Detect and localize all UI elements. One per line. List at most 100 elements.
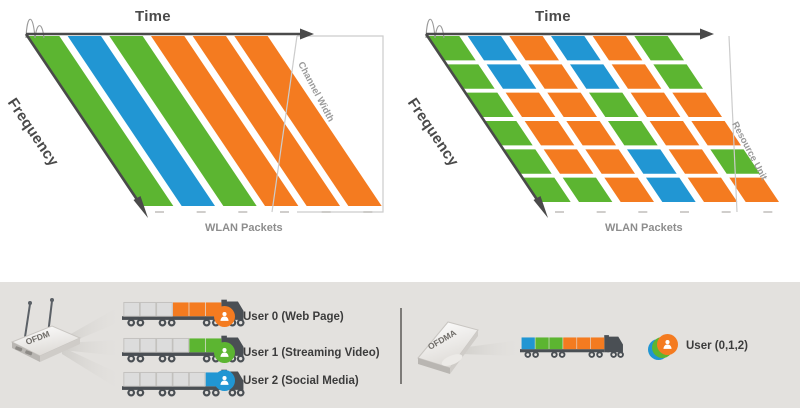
signal-beam — [62, 347, 120, 390]
ofdma-resource-unit-cell — [528, 64, 579, 89]
cargo-slot-empty — [172, 371, 190, 387]
legend-item-user-0[interactable]: User 0 (Web Page) — [214, 306, 344, 327]
cargo-slot-filled — [549, 337, 563, 350]
time-axis-arrow — [300, 28, 314, 40]
frequency-axis-line — [424, 33, 542, 205]
ofdma-resource-unit-cell — [646, 177, 696, 203]
cargo-slot-empty — [188, 371, 206, 387]
ofdma-resource-unit-cell — [551, 36, 601, 61]
ofdm-stripe — [67, 36, 216, 206]
ofdma-resource-unit-cell — [486, 64, 537, 89]
cargo-slot-filled — [535, 337, 549, 350]
legend-item-user-2[interactable]: User 2 (Social Media) — [214, 370, 359, 391]
cargo-slot-empty — [156, 301, 173, 317]
cargo-slot-empty — [139, 301, 157, 317]
ofdma-cell-group — [426, 36, 780, 203]
user-avatar-icon — [657, 334, 678, 355]
ofdma-resource-unit-cell — [729, 177, 780, 203]
ofdma-resource-unit-cell — [604, 177, 655, 203]
ofdma-resource-unit-cell — [464, 92, 514, 118]
ofdma-resource-unit-cell — [608, 121, 658, 146]
cargo-slot-empty — [156, 371, 173, 387]
cargo-slot-empty — [156, 337, 173, 353]
ofdma-resource-unit-cell — [627, 149, 677, 174]
ofdma-resource-unit-cell — [649, 121, 700, 146]
cargo-slot-empty — [139, 337, 157, 353]
cargo-slot-filled — [189, 302, 205, 317]
ofdma-resource-unit-cell — [691, 121, 742, 146]
ofdma-resource-unit-cell — [562, 177, 613, 203]
legend-item-user-1[interactable]: User 1 (Streaming Video) — [214, 342, 380, 363]
ofdma-resource-unit-cell — [585, 149, 636, 174]
legend-label: User 0 (Web Page) — [243, 310, 344, 323]
ofdma-resource-unit-cell — [524, 121, 575, 146]
ofdm-stripe — [151, 36, 299, 206]
cargo-slot-filled — [563, 337, 577, 350]
legend-item-user-group[interactable]: User (0,1,2) — [648, 334, 749, 360]
time-axis-label: Time — [535, 8, 571, 25]
ofdm-diagram: Time Frequency WLAN Packets Channel Widt… — [0, 0, 400, 272]
ofdma-resource-unit-cell — [592, 36, 643, 61]
ofdma-resource-unit-cell — [445, 64, 495, 89]
ofdma-resource-unit-cell — [547, 92, 598, 118]
cargo-slot-empty — [172, 337, 190, 353]
signal-beam — [460, 340, 520, 356]
panel-divider — [400, 308, 402, 384]
ofdm-stripe-group — [26, 36, 382, 206]
ofdma-resource-unit-cell — [543, 149, 594, 174]
ofdma-resource-unit-cell — [483, 121, 533, 146]
ofdma-resource-unit-cell — [687, 177, 738, 203]
ofdma-svg — [424, 18, 780, 218]
cargo-slot-empty — [123, 337, 140, 353]
cargo-slot-empty — [123, 301, 140, 317]
user-avatar-icon — [214, 342, 235, 363]
frequency-axis-arrow — [533, 196, 548, 218]
ofdma-resource-unit-cell — [509, 36, 560, 61]
channel-width-bracket — [297, 35, 384, 213]
ofdma-resource-unit-cell — [505, 92, 556, 118]
person-glyph-icon — [220, 376, 229, 385]
ofdma-resource-unit-cell — [467, 36, 518, 61]
wlan-packets-label: WLAN Packets — [605, 222, 683, 234]
legend-label: User 2 (Social Media) — [243, 374, 359, 387]
user-avatar-stack-icon — [648, 334, 678, 360]
user-avatar-icon — [214, 306, 235, 327]
frequency-axis-line — [24, 33, 142, 205]
person-glyph-icon — [663, 340, 672, 349]
ofdma-resource-unit-cell — [502, 149, 552, 174]
resource-unit-leader — [728, 35, 738, 213]
truck-icon — [122, 299, 245, 327]
ofdma-resource-unit-cell — [426, 36, 476, 61]
ofdma-resource-unit-cell — [521, 177, 571, 203]
cargo-slot-empty — [123, 371, 140, 387]
time-axis-arrow — [700, 28, 714, 40]
ofdma-resource-unit-cell — [630, 92, 681, 118]
ofdm-stripe — [192, 36, 340, 206]
cargo-slot-filled — [521, 337, 535, 350]
ofdm-router-icon: OFDM — [10, 298, 82, 362]
cargo-slot-filled — [189, 338, 205, 353]
ofdm-stripe — [26, 36, 174, 206]
truck-icon — [520, 335, 624, 358]
bottom-panel: OFDM OFDMA User 0 (Web Page) User 1 (Str… — [0, 282, 800, 408]
ofdma-resource-unit-cell — [611, 64, 662, 89]
subcarrier-waveform-icon — [425, 18, 445, 39]
cargo-slot-empty — [139, 371, 157, 387]
cargo-slot-filled — [577, 337, 591, 350]
ofdma-resource-unit-cell — [634, 36, 685, 61]
ofdma-resource-unit-cell — [566, 121, 617, 146]
ofdma-resource-unit-cell — [672, 92, 723, 118]
ofdm-stripe — [234, 36, 382, 206]
channel-width-leader — [271, 35, 298, 213]
user-avatar-icon — [214, 370, 235, 391]
cargo-slot-filled — [590, 337, 605, 350]
legend-label: User (0,1,2) — [686, 340, 749, 352]
ofdma-diagram: Time Frequency WLAN Packets Resource Uni… — [400, 0, 800, 272]
wlan-packets-label: WLAN Packets — [205, 222, 283, 234]
ofdma-device-icon: OFDMA — [417, 321, 479, 374]
legend-label: User 1 (Streaming Video) — [243, 346, 380, 359]
time-axis-label: Time — [135, 8, 171, 25]
ofdma-resource-unit-cell — [570, 64, 620, 89]
ofdma-resource-unit-cell — [653, 64, 704, 89]
ofdm-stripe — [109, 36, 257, 206]
